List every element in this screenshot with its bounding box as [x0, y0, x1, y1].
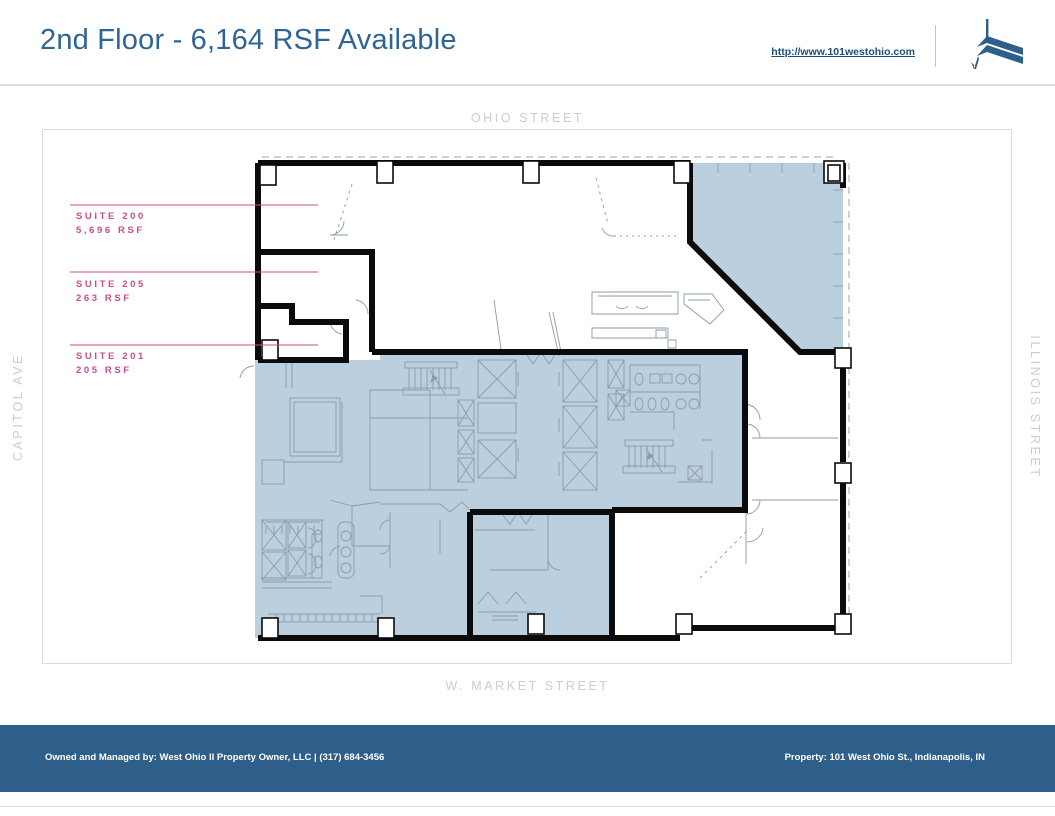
suite-area: 263 RSF	[76, 293, 132, 304]
building-arrow-logo-icon	[971, 19, 1023, 69]
suite-name: SUITE 201	[76, 351, 146, 362]
street-label-capitol: CAPITOL AVE	[11, 352, 25, 462]
floor-plan-frame	[42, 129, 1012, 664]
street-label-illinois: ILLINOIS STREET	[1028, 335, 1042, 479]
bottom-rule	[0, 806, 1055, 807]
suite-area: 205 RSF	[76, 365, 132, 376]
footer-owner-info: Owned and Managed by: West Ohio II Prope…	[45, 752, 385, 763]
suite-callout-200: SUITE 200 5,696 RSF	[76, 210, 146, 238]
street-label-ohio: OHIO STREET	[470, 111, 585, 125]
page-title: 2nd Floor - 6,164 RSF Available	[40, 24, 457, 56]
suite-area: 5,696 RSF	[76, 225, 145, 236]
header-rule	[0, 84, 1055, 86]
suite-name: SUITE 200	[76, 211, 146, 222]
suite-name: SUITE 205	[76, 279, 146, 290]
page-header: 2nd Floor - 6,164 RSF Available http://w…	[0, 0, 1055, 86]
header-divider	[935, 25, 936, 67]
street-label-market: W. MARKET STREET	[445, 679, 610, 693]
page-footer: Owned and Managed by: West Ohio II Prope…	[0, 725, 1055, 792]
footer-property-info: Property: 101 West Ohio St., Indianapoli…	[784, 752, 985, 763]
website-link[interactable]: http://www.101westohio.com	[771, 46, 915, 58]
suite-callout-205: SUITE 205 263 RSF	[76, 278, 146, 306]
suite-callout-201: SUITE 201 205 RSF	[76, 350, 146, 378]
